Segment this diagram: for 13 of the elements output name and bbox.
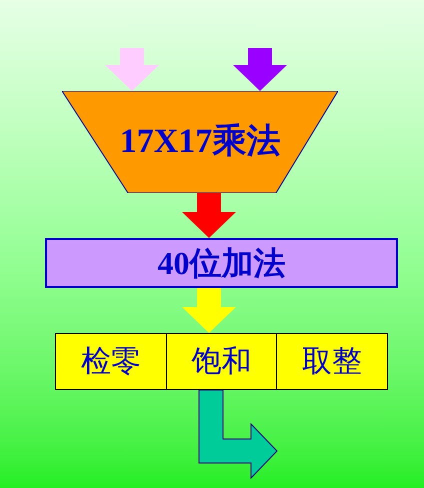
block-arrow [182,288,236,333]
block-arrow [198,390,278,480]
process-box [45,238,398,288]
cell-label: 取整 [302,346,362,376]
cell-label: 检零 [80,346,141,376]
block-arrow [105,48,159,91]
process-trapezoid [62,91,338,193]
cell-label: 饱和 [192,346,252,376]
block-arrow [233,48,287,91]
node-label: 40位加法 [158,247,286,279]
node-label: 17X17乘法 [120,125,280,159]
block-arrow [182,193,236,238]
output-row-box [55,333,388,390]
